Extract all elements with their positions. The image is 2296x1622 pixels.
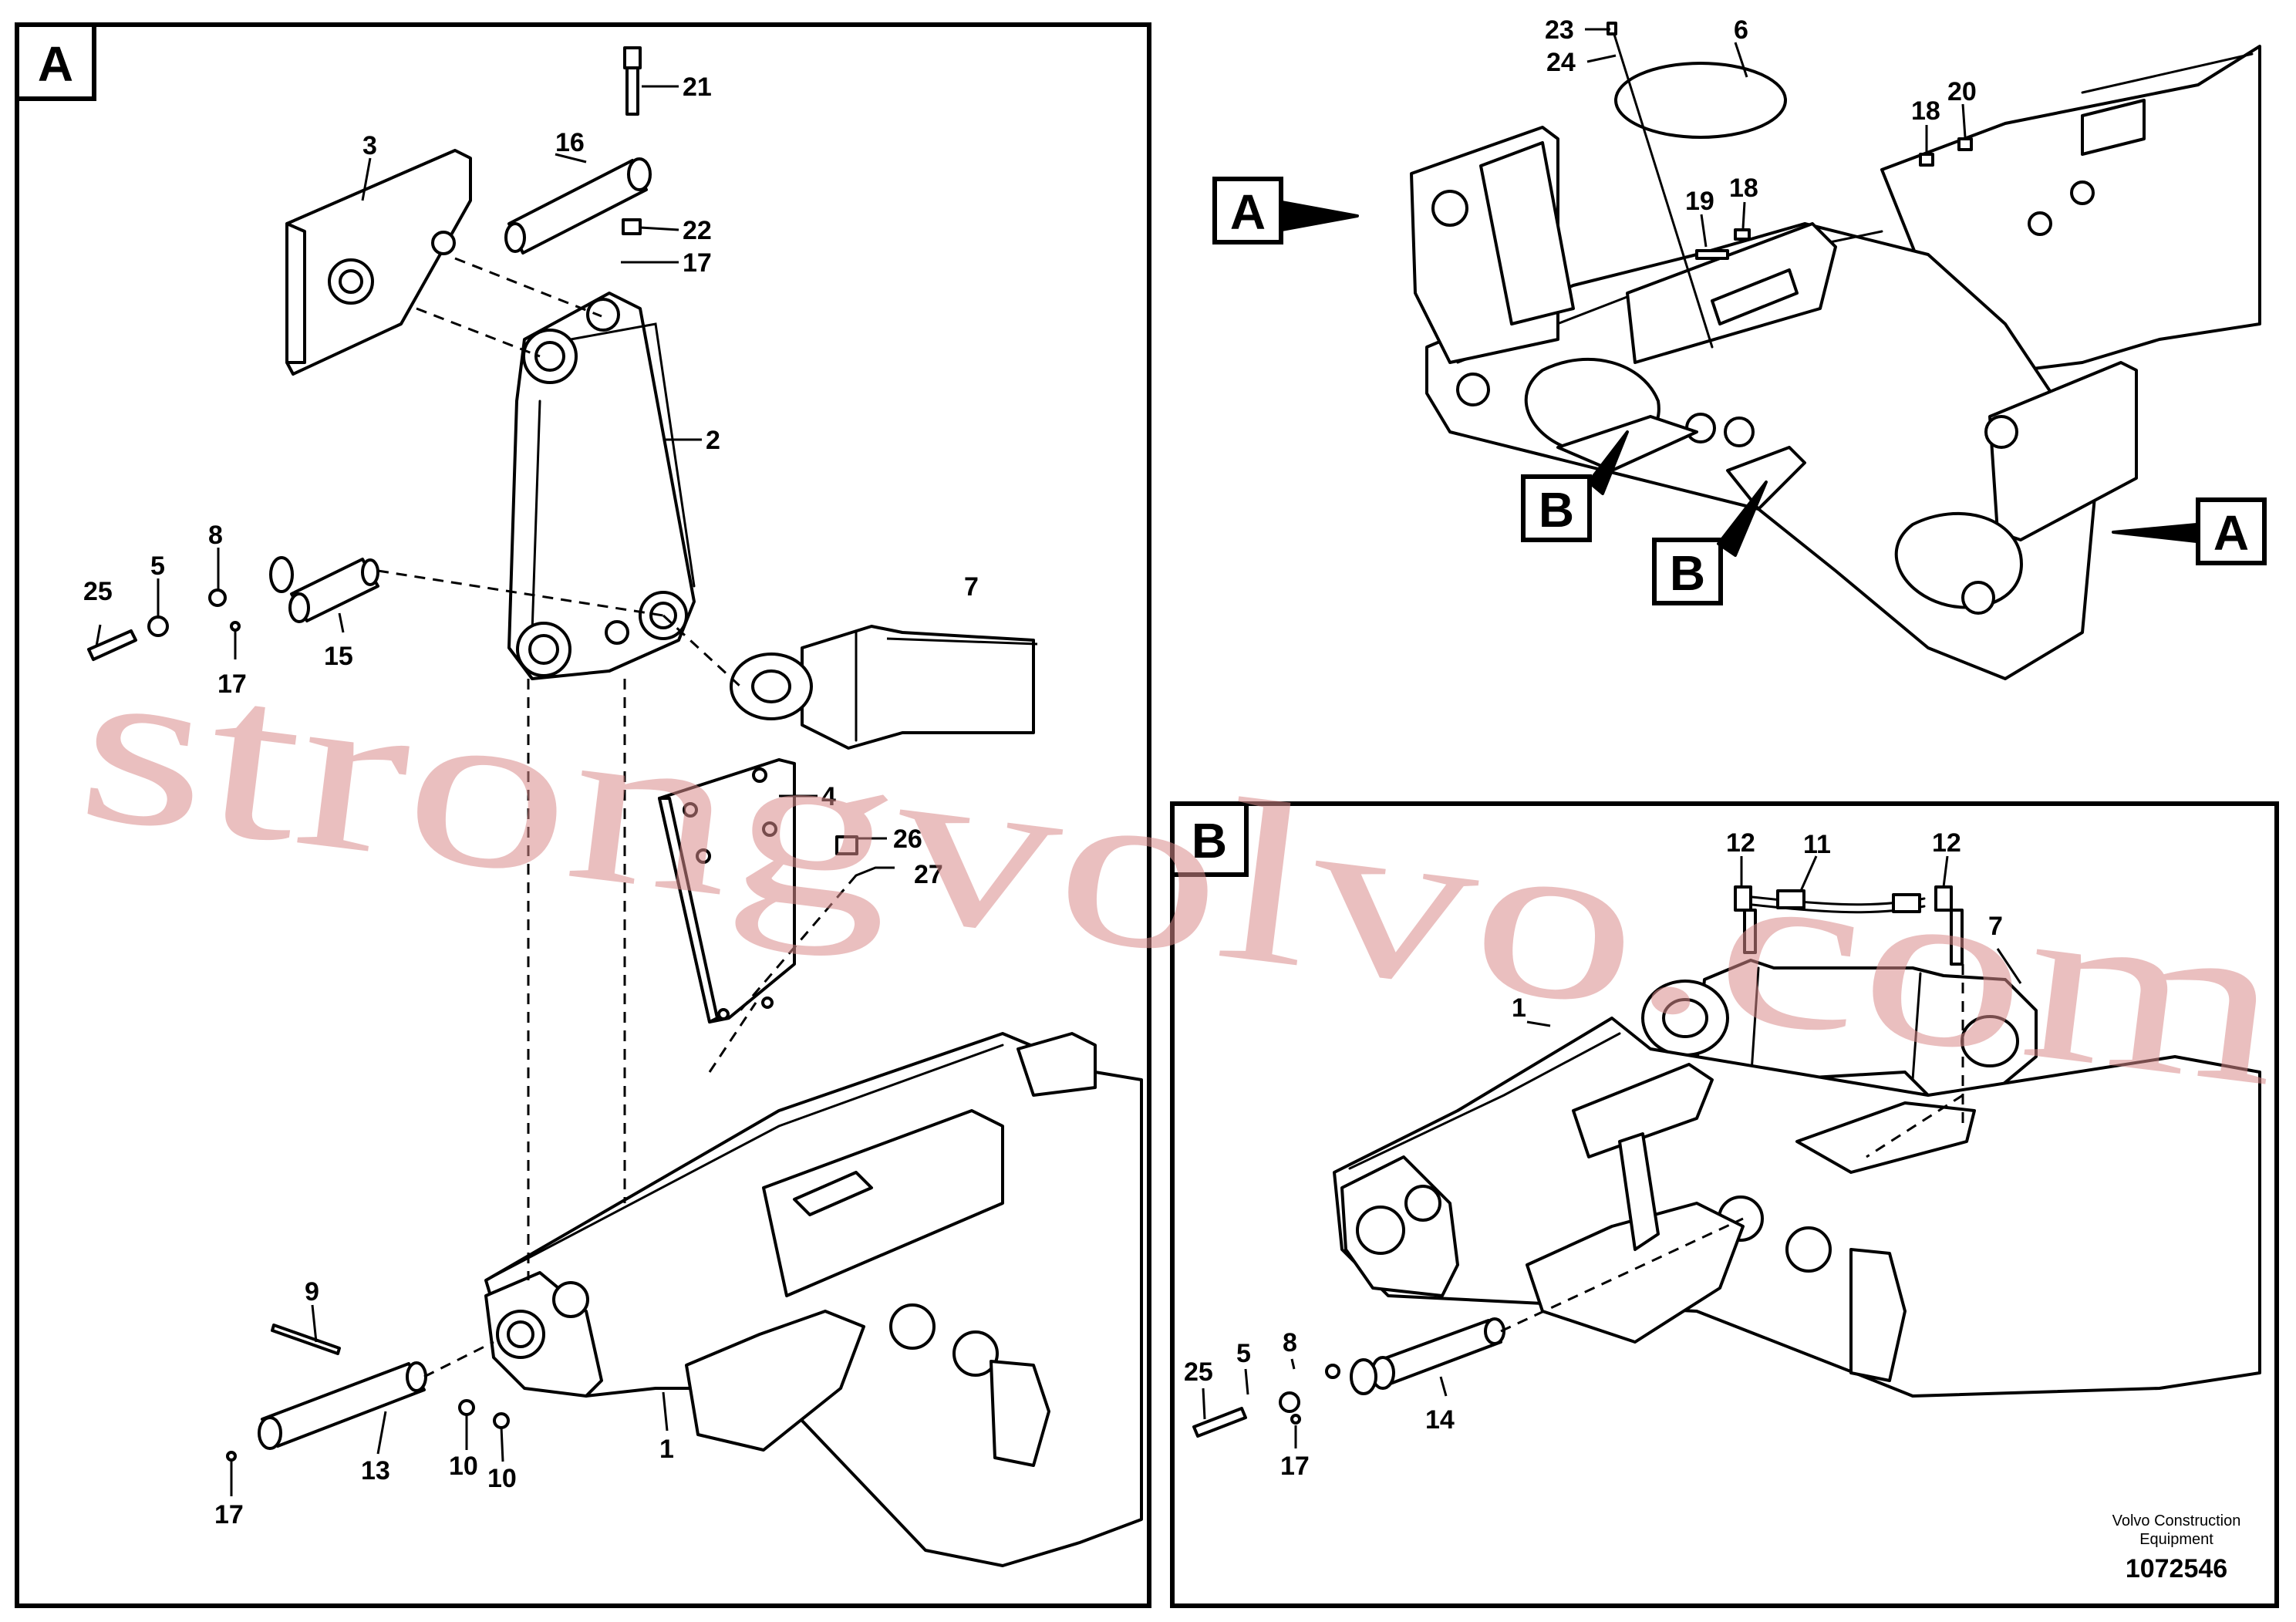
callouts-overview: 23 24 6 18 20 19 18: [1545, 15, 1977, 216]
front-frame-1-b: [1333, 1017, 2261, 1398]
leaders-a: [95, 85, 1038, 1496]
overview-tag-b-right: B: [1670, 545, 1705, 601]
view-b-frame: [1170, 801, 2279, 1608]
callout-24: 24: [1546, 48, 1576, 77]
screw-26: [835, 835, 858, 855]
callout-17b: 17: [217, 669, 247, 699]
callout-17c: 17: [214, 1500, 244, 1529]
pin-14: [1192, 1317, 1505, 1438]
callout-b-14: 14: [1425, 1405, 1455, 1435]
overview-tag-b-left: B: [1539, 482, 1574, 538]
overview-view: A A B B 23 24 6 18 20 19 18: [1212, 15, 2267, 680]
callout-18a: 18: [1911, 96, 1940, 126]
callout-15: 15: [324, 642, 353, 671]
arrow-b-right: [1717, 481, 1768, 557]
callout-16: 16: [555, 128, 585, 157]
grease-nipple-17c: [226, 1451, 237, 1462]
rod-23-24: [1610, 25, 1714, 349]
callout-b-11: 11: [1803, 830, 1831, 859]
callout-25: 25: [83, 577, 113, 606]
callout-2: 2: [706, 426, 720, 455]
credit-line-1: Volvo Construction: [2112, 1512, 2241, 1529]
credit-line-2: Equipment: [2139, 1531, 2213, 1548]
bracket-3: [285, 149, 472, 376]
view-a-frame: [15, 22, 1151, 1608]
callout-b-12a: 12: [1726, 828, 1755, 858]
view-a-tag-box: [15, 22, 96, 101]
callout-27: 27: [914, 860, 943, 889]
hose-11: [1743, 889, 1926, 914]
callouts-a: 21 16 3 22 17 2 8 5 25 15 17 7 4 26 27 9…: [83, 73, 979, 1529]
callout-17a: 17: [683, 248, 712, 278]
cylinder-7: [730, 625, 1035, 750]
view-b-tag: B: [1192, 813, 1227, 868]
front-frame-1: [484, 1032, 1143, 1567]
callout-b-8: 8: [1283, 1328, 1297, 1357]
assembly-lines-b: [1500, 964, 1964, 1333]
arrow-a-left: [1280, 201, 1359, 231]
callout-22: 22: [683, 216, 712, 245]
view-b-tag-box: [1170, 801, 1249, 877]
callout-4: 4: [821, 782, 836, 811]
overview-tag-a-right: A: [2213, 505, 2249, 561]
callout-10b: 10: [487, 1464, 517, 1493]
cover-plate-6: [1614, 62, 1787, 139]
nut-10b: [493, 1412, 510, 1429]
bolt-21: [623, 46, 642, 116]
callout-8: 8: [208, 521, 223, 550]
callout-20: 20: [1947, 77, 1977, 106]
arrow-b-left: [1587, 430, 1629, 495]
assembly-lines-a: [377, 257, 858, 1378]
callout-9: 9: [305, 1277, 319, 1307]
nut-10a: [458, 1399, 475, 1416]
link-arm-2: [507, 292, 696, 680]
callout-6: 6: [1734, 15, 1748, 45]
callout-b-17: 17: [1280, 1452, 1310, 1481]
callout-26: 26: [893, 824, 922, 854]
callout-b-5: 5: [1236, 1339, 1251, 1368]
leaders-overview: [1585, 28, 1967, 248]
pin-16: [504, 157, 652, 255]
callouts-b: 12 11 12 7 1 25 5 8 14 17: [1184, 828, 2003, 1481]
view-a-tag: A: [38, 36, 73, 92]
callout-19: 19: [1685, 187, 1714, 216]
washer-27: [855, 866, 877, 877]
callout-10a: 10: [449, 1452, 478, 1481]
overview-tag-a-left: A: [1230, 184, 1266, 240]
watermark: strongvolvo.com: [67, 611, 2295, 1135]
callout-b-25: 25: [1184, 1357, 1213, 1387]
callout-13: 13: [361, 1456, 390, 1485]
fitting-12a: [1734, 885, 1757, 954]
callout-18b: 18: [1729, 174, 1758, 203]
callout-7: 7: [964, 572, 979, 602]
pin-15: [87, 556, 379, 661]
callout-b-12b: 12: [1932, 828, 1961, 858]
callout-b-7: 7: [1988, 912, 2003, 941]
callout-1: 1: [659, 1435, 674, 1464]
view-b: B: [1170, 801, 2279, 1608]
pin-13: [258, 1361, 427, 1450]
overview-tag-b-left-box: [1521, 474, 1592, 542]
overview-tag-a-left-box: [1212, 177, 1283, 244]
bolt-9: [271, 1324, 341, 1355]
bolt-19: [1695, 249, 1729, 260]
callout-21: 21: [683, 73, 712, 102]
callout-23: 23: [1545, 15, 1574, 45]
leaders-b: [1202, 855, 2022, 1448]
drawing-reference: 1072546: [2126, 1554, 2227, 1583]
callout-3: 3: [362, 131, 377, 160]
wear-plate-4: [658, 758, 796, 1023]
callout-b-1: 1: [1512, 993, 1526, 1023]
nut-22: [622, 218, 642, 235]
cylinder-7-b: [1641, 959, 2038, 1097]
arrow-a-right: [2112, 523, 2198, 543]
view-a: A: [15, 22, 1151, 1608]
callout-5: 5: [150, 551, 165, 581]
overview-tag-b-right-box: [1652, 538, 1723, 605]
